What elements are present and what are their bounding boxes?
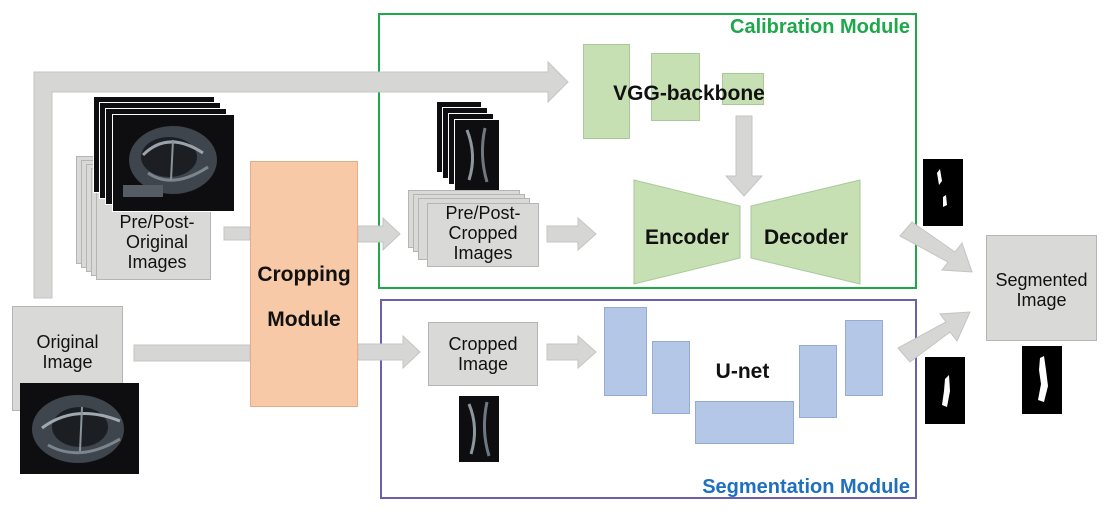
cropping-to-precropped-arrow <box>357 216 401 252</box>
calibration-module-title: Calibration Module <box>730 16 910 38</box>
unet-block-bottom <box>695 401 794 444</box>
segmented-image-box <box>986 235 1097 341</box>
precropped-to-encoder-arrow <box>546 216 597 252</box>
unet-block-5 <box>845 320 883 396</box>
cropping-to-cropped-arrow <box>357 334 421 370</box>
original-to-vgg-arrow <box>33 60 569 299</box>
ultrasound-image-icon <box>465 127 489 183</box>
vgg-backbone-label: VGG-backbone <box>613 82 765 105</box>
segmentation-module-frame <box>380 299 917 499</box>
calibration-mask-thumb <box>923 159 963 226</box>
mask-icon <box>937 169 947 207</box>
segmented-mask-thumb <box>1022 346 1062 414</box>
calibration-module-frame <box>378 13 917 289</box>
decoder-to-segmented-arrow <box>899 221 973 273</box>
decoder-label: Decoder <box>763 226 849 249</box>
pre-post-original-label: Pre/Post- Original Images <box>119 212 195 272</box>
mask-icon <box>1038 356 1048 402</box>
pre-post-cropped-label: Pre/Post- Cropped Images <box>445 203 521 263</box>
cropped-stack-thumb <box>455 120 499 190</box>
cropped-to-unet-arrow <box>546 334 597 370</box>
vgg-to-encdec-arrow <box>724 115 764 197</box>
vgg-block-1 <box>583 44 630 139</box>
cropping-module-label: Cropping Module <box>257 263 351 331</box>
segmentation-mask-thumb <box>925 357 965 424</box>
pre-post-cropped-images-box <box>427 203 539 267</box>
encoder-label: Encoder <box>644 226 730 249</box>
cropped-image-label: Cropped Image <box>448 334 518 374</box>
mask-icon <box>942 375 950 407</box>
ultrasound-image-icon <box>123 126 217 197</box>
cropped-image-box <box>428 322 538 386</box>
ultrasound-image-icon <box>467 401 491 457</box>
original-image-label: Original Image <box>36 332 99 372</box>
vgg-block-2 <box>651 53 700 121</box>
segmented-image-label: Segmented Image <box>995 270 1088 310</box>
segmentation-module-title: Segmentation Module <box>702 476 910 498</box>
ultrasound-image-icon <box>32 395 124 463</box>
encoder-shape <box>633 179 741 285</box>
original-ultrasound-thumb <box>20 383 139 474</box>
decoder-shape <box>750 179 861 285</box>
unet-block-1 <box>604 307 647 396</box>
cropping-module-box <box>250 161 358 407</box>
vgg-block-3 <box>722 73 764 105</box>
cropped-ultrasound-thumb <box>459 396 499 462</box>
unet-block-2 <box>652 341 690 414</box>
unet-to-segmented-arrow <box>897 311 971 363</box>
unet-block-4 <box>799 345 837 418</box>
ultrasound-original-thumb <box>113 115 234 211</box>
unet-label: U-net <box>715 360 770 383</box>
